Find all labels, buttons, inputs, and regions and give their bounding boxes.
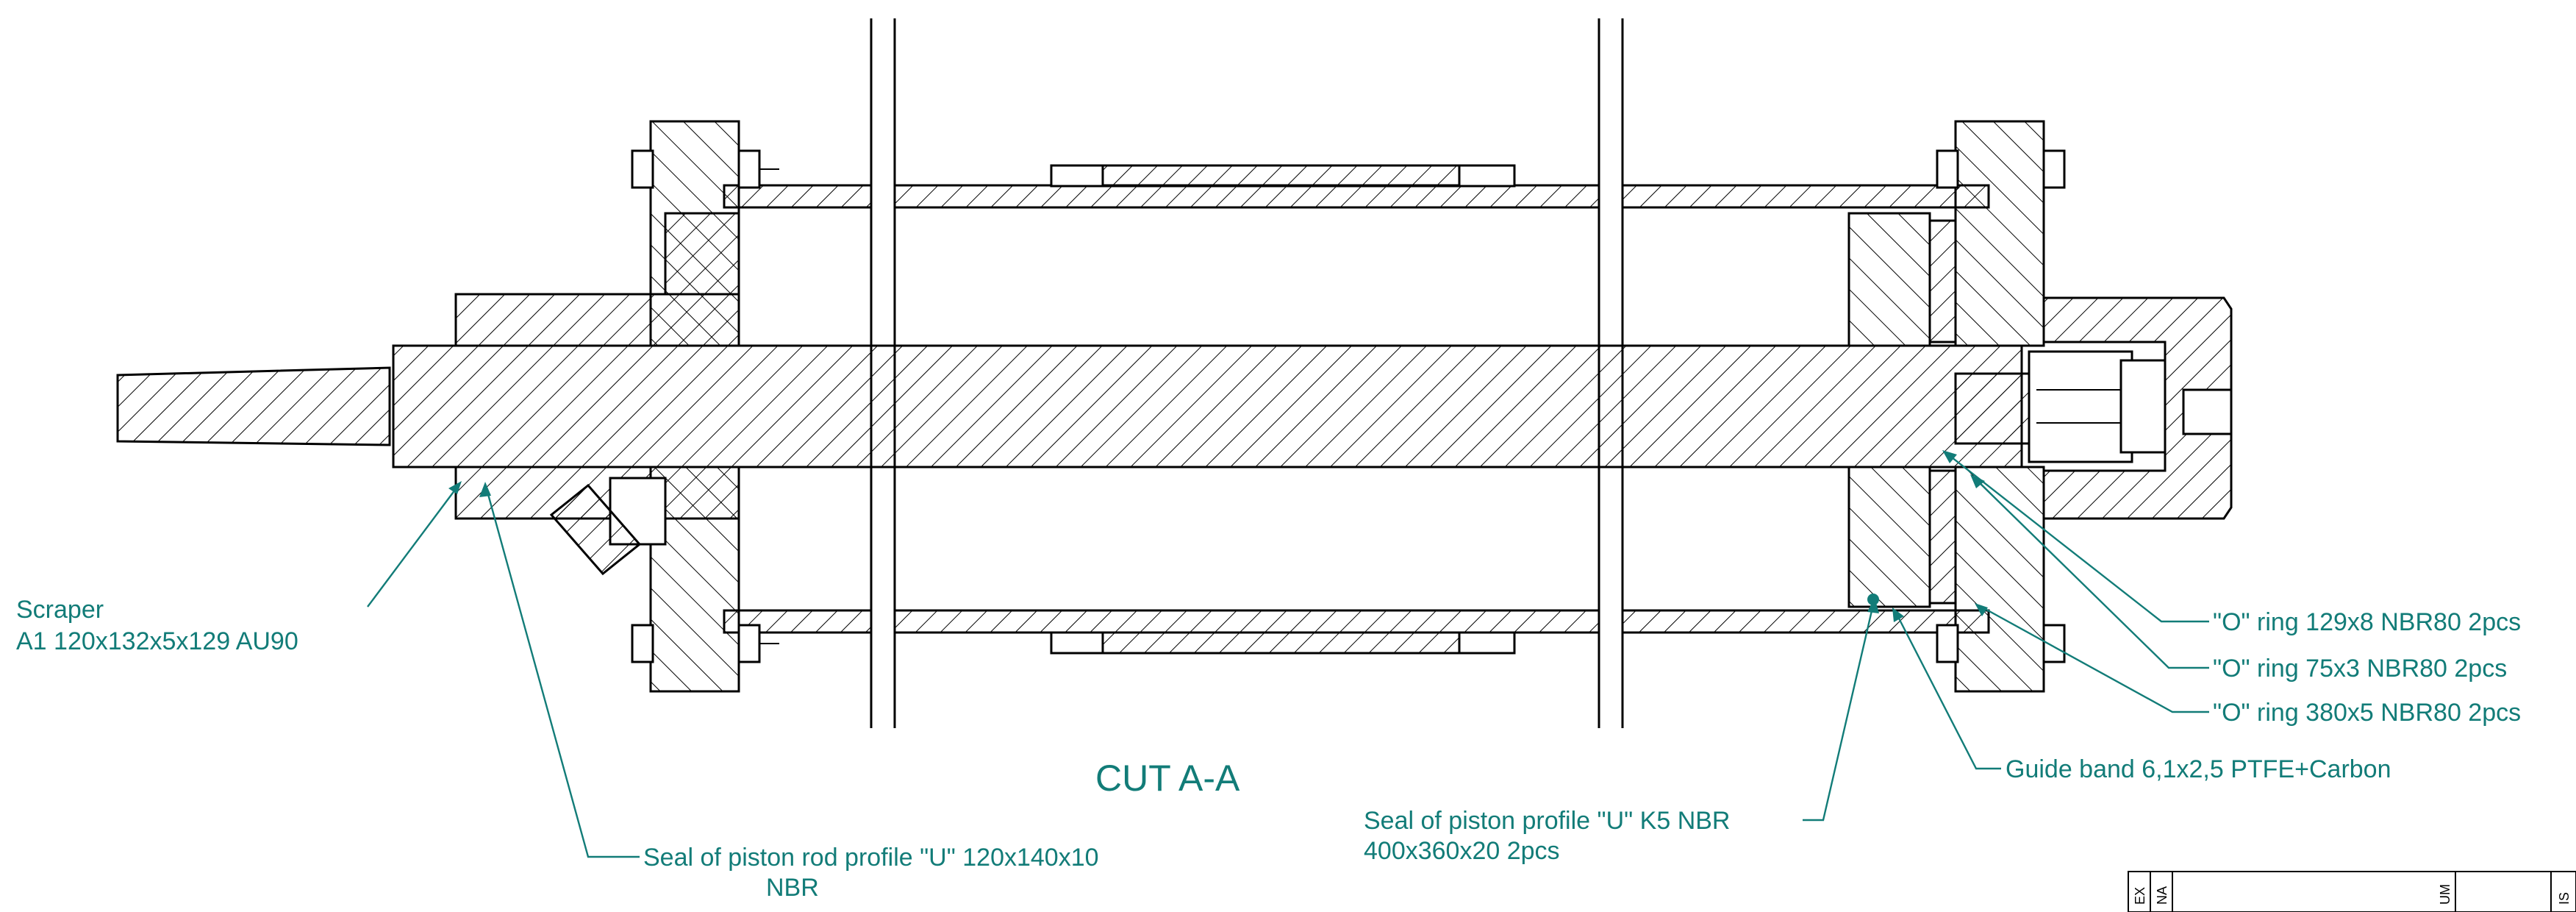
piston-bottom bbox=[1847, 466, 1931, 608]
label-piston-seal-1: Seal of piston profile "U" K5 NBR bbox=[1364, 807, 1730, 835]
piston-ring-top bbox=[1928, 219, 1957, 343]
label-scraper-2: A1 120x132x5x129 AU90 bbox=[16, 627, 298, 655]
clamp-top-left-block bbox=[1050, 164, 1104, 188]
leader-oring-1 bbox=[1947, 454, 2209, 623]
piston bbox=[1847, 212, 1957, 608]
rear-port bbox=[2182, 388, 2233, 435]
label-oring-2: "O" ring 75x3 NBR80 2pcs bbox=[2213, 655, 2507, 683]
leader-guide-band bbox=[1895, 613, 2001, 770]
leader-scraper bbox=[367, 486, 458, 608]
piston-top bbox=[1847, 212, 1931, 347]
clamp-bottom-right-block bbox=[1458, 631, 1516, 655]
rear-cap bbox=[2042, 296, 2233, 520]
rear-bolt-bottom-left bbox=[1936, 624, 1959, 663]
arrow-scraper bbox=[448, 481, 462, 494]
tube-wall-bottom bbox=[723, 609, 1990, 634]
rear-bolt-top-left bbox=[1936, 149, 1959, 189]
rear-bolt-top-right bbox=[2042, 149, 2066, 189]
rod-threaded-end bbox=[116, 366, 391, 446]
title-block-na: NA bbox=[2155, 886, 2169, 905]
guide-band-dot bbox=[1867, 594, 1879, 605]
label-rod-seal-2: NBR bbox=[766, 874, 819, 902]
rear-head bbox=[1936, 120, 2233, 693]
title-block-is: IS bbox=[2557, 892, 2572, 905]
front-bolt-top-right bbox=[737, 149, 761, 189]
label-rod-seal-1: Seal of piston rod profile "U" 120x140x1… bbox=[643, 844, 1099, 872]
title-block: EX NA UM IS bbox=[2128, 871, 2576, 912]
clamp-top bbox=[1050, 164, 1516, 188]
leader-lines bbox=[367, 450, 2209, 858]
rear-cushion-plug bbox=[2119, 359, 2167, 454]
front-head bbox=[454, 120, 779, 693]
arrow-piston-seal bbox=[1867, 597, 1879, 613]
rear-flange-bottom bbox=[1954, 466, 2045, 693]
front-gland-top bbox=[454, 293, 740, 347]
label-oring-1: "O" ring 129x8 NBR80 2pcs bbox=[2213, 608, 2521, 636]
rear-flange-top bbox=[1954, 120, 2045, 347]
section-title: CUT A-A bbox=[1095, 758, 1240, 799]
clamp-bottom-left-block bbox=[1050, 631, 1104, 655]
leader-rod-seal bbox=[485, 488, 640, 858]
rear-cushion-chamber bbox=[2028, 350, 2133, 463]
arrow-guide-band bbox=[1892, 608, 1904, 622]
label-scraper-1: Scraper bbox=[16, 596, 104, 624]
title-block-frame bbox=[2128, 871, 2576, 912]
label-oring-3: "O" ring 380x5 NBR80 2pcs bbox=[2213, 699, 2521, 727]
arrow-oring-2 bbox=[1970, 474, 1985, 488]
title-block-um: UM bbox=[2438, 884, 2452, 905]
label-piston-seal-2: 400x360x20 2pcs bbox=[1364, 837, 1560, 865]
rear-bolt-bottom-right bbox=[2042, 624, 2066, 663]
clamp-top-right-block bbox=[1458, 164, 1516, 188]
piston-rod bbox=[116, 344, 2031, 469]
label-guide-band: Guide band 6,1x2,5 PTFE+Carbon bbox=[2006, 755, 2391, 783]
front-bolt-bottom-right bbox=[737, 624, 761, 663]
front-flange-neck-top bbox=[664, 212, 740, 296]
rod-main bbox=[392, 344, 2023, 469]
rod-end-right bbox=[1954, 372, 2031, 445]
arrow-oring-3 bbox=[1975, 603, 1988, 616]
leader-oring-3 bbox=[1981, 605, 2209, 713]
arrow-oring-1 bbox=[1942, 450, 1957, 463]
front-bolt-top-left bbox=[631, 149, 654, 189]
front-bolt-bottom-left bbox=[631, 624, 654, 663]
arrow-rod-seal bbox=[479, 482, 491, 497]
front-port-channel bbox=[549, 483, 642, 576]
leader-oring-2 bbox=[1975, 479, 2209, 669]
leader-piston-seal bbox=[1803, 604, 1875, 822]
piston-ring-bottom bbox=[1928, 469, 1957, 605]
tube-wall-top bbox=[723, 184, 1990, 209]
clamp-bottom bbox=[1050, 631, 1516, 655]
title-block-ex: EX bbox=[2133, 887, 2147, 905]
tube-clamps bbox=[1050, 164, 1516, 655]
